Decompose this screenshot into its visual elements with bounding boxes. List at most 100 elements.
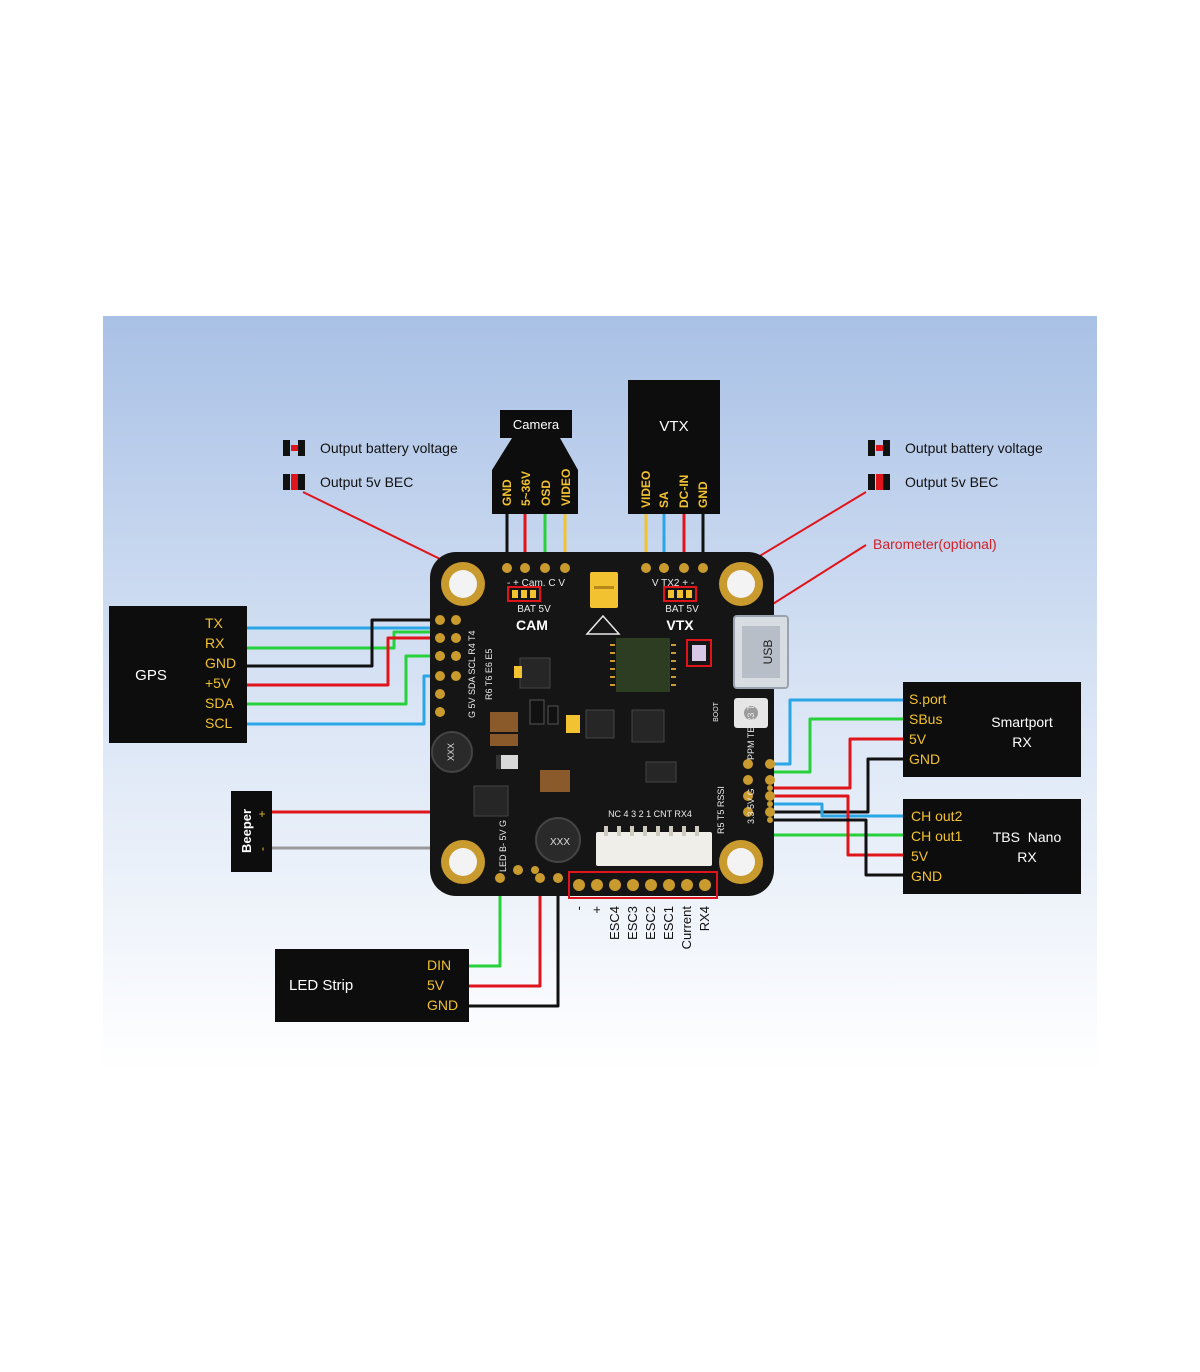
beeper-box <box>231 791 272 872</box>
gps-pin-tx: TX <box>205 615 224 631</box>
gps-pin-gnd: GND <box>205 655 236 671</box>
vtx-module: VTX VIDEO SA DC-IN GND <box>628 380 720 514</box>
smartport-pin-gnd: GND <box>909 751 940 767</box>
camera-body <box>492 438 578 514</box>
wire-smartport-5v <box>770 737 903 790</box>
vtx-board-label: VTX <box>666 617 694 633</box>
vtx-jumper-highlight <box>663 586 697 602</box>
cam-pads-label: - + Cam. C V <box>507 578 565 589</box>
wire-gps-gnd <box>247 618 440 668</box>
capacitor-3 <box>490 734 518 746</box>
capacitor-1 <box>490 712 518 732</box>
gps-pin-scl: SCL <box>205 715 232 731</box>
tbs-title-2: RX <box>1017 849 1037 865</box>
led-strip-module: LED Strip DIN 5V GND <box>275 949 469 1022</box>
inductor-bottom-label: XXX <box>550 837 570 848</box>
led-pin-din: DIN <box>427 957 451 973</box>
gps-pin-5v: +5V <box>205 675 231 691</box>
legend-left-bec: Output 5v BEC <box>320 474 413 490</box>
flight-controller-board: - + Cam. C V V TX2 + - BAT 5V BAT 5V CAM… <box>430 552 789 899</box>
beeper-minus: - <box>255 847 269 851</box>
smartport-rx-module: S.port SBus 5V GND Smartport RX <box>903 682 1081 777</box>
tvs-component <box>590 572 618 608</box>
bat5v-right-label: BAT 5V <box>665 604 699 615</box>
cam-board-label: CAM <box>516 617 548 633</box>
tbs-nano-rx-module: CH out2 CH out1 5V GND TBS Nano RX <box>903 799 1081 894</box>
bat5v-left-label: BAT 5V <box>517 604 551 615</box>
esc-label-current: Current <box>679 906 694 950</box>
legend-right-bec: Output 5v BEC <box>905 474 998 490</box>
gps-pin-rx: RX <box>205 635 225 651</box>
bec-jumper-icon-right <box>868 474 890 490</box>
smartport-pin-sbus: SBus <box>909 711 942 727</box>
right-pad-row2-label: 3.3 5V G <box>746 788 756 824</box>
barometer-chip <box>692 645 706 661</box>
tbs-pin-chout2: CH out2 <box>911 808 963 824</box>
esc-label-plus: + <box>589 906 604 914</box>
inductor-left-label: XXX <box>446 743 456 761</box>
camera-title: Camera <box>513 417 560 432</box>
vtx-pin-sa: SA <box>657 491 671 508</box>
battery-jumper-icon-right <box>868 440 890 456</box>
left-pads <box>435 615 461 717</box>
wire-led-gnd <box>469 880 560 1008</box>
vtx-pin-dcin: DC-IN <box>677 475 691 508</box>
tbs-title-1: TBS Nano <box>993 829 1062 845</box>
smartport-title-2: RX <box>1012 734 1032 750</box>
legend-right: Output battery voltage Output 5v BEC Bar… <box>868 440 1043 552</box>
wire-ch-out2 <box>770 802 903 818</box>
osd-chip <box>631 709 665 743</box>
wire-tbs-gnd <box>770 818 903 877</box>
esc-label-esc2: ESC2 <box>643 906 658 940</box>
wire-led-din <box>469 880 502 968</box>
mosfet <box>473 785 509 817</box>
left-pad-row1-label: G 5V SDA SCL R4 T4 <box>467 630 477 718</box>
led-strip-title: LED Strip <box>289 977 353 994</box>
esc-label-rx4: RX4 <box>697 906 712 931</box>
beeper-module: Beeper + - <box>231 791 272 872</box>
usb-label: USB <box>761 640 775 665</box>
beeper-plus: + <box>255 810 269 817</box>
led-strip-box <box>275 949 469 1022</box>
vtx-pin-gnd: GND <box>696 481 710 508</box>
smartport-title-1: Smartport <box>991 714 1053 730</box>
esc-label-minus: - <box>571 906 586 910</box>
mcu-chip <box>616 638 670 692</box>
camera-pin-gnd: GND <box>500 479 514 506</box>
wire-led-5v <box>469 880 542 988</box>
esc-connector[interactable] <box>596 832 712 866</box>
gps-box <box>109 606 247 743</box>
right-pads <box>743 759 775 823</box>
inductor-left <box>431 731 473 773</box>
vtx-box <box>628 380 720 514</box>
beeper-title: Beeper <box>239 809 254 853</box>
left-pad-row2-label: R6 T6 E6 E5 <box>484 649 494 700</box>
esc-pads-highlight <box>568 871 718 899</box>
gps-module: GPS TX RX GND +5V SDA SCL <box>109 606 247 743</box>
camera-pin-power: 5~36V <box>519 471 533 506</box>
tbs-pin-gnd: GND <box>911 868 942 884</box>
flash-chip <box>645 761 677 783</box>
wire-gps-sda <box>247 654 440 706</box>
battery-jumper-icon <box>283 440 305 456</box>
tbs-pin-chout1: CH out1 <box>911 828 963 844</box>
capacitor-2 <box>540 770 570 792</box>
tbs-box <box>903 799 1081 894</box>
right-pad-row3-label: R5 T5 RSSI <box>716 786 726 834</box>
esc-label-esc1: ESC1 <box>661 906 676 940</box>
legend-left-battery: Output battery voltage <box>320 440 458 456</box>
barometer-label: Barometer(optional) <box>873 536 997 552</box>
tbs-pin-5v: 5V <box>911 848 929 864</box>
esc-label-esc4: ESC4 <box>607 906 622 940</box>
gps-pin-sda: SDA <box>205 695 234 711</box>
barometer-highlight <box>686 639 712 667</box>
legend-left: Output battery voltage Output 5v BEC <box>283 440 458 490</box>
camera-pads <box>502 563 570 573</box>
smartport-pin-sport: S.port <box>909 691 946 707</box>
mounting-holes <box>441 562 763 884</box>
wire-gps-rx <box>247 630 440 650</box>
wire-smartport-gnd <box>770 757 903 814</box>
connector-top-label: NC 4 3 2 1 CNT RX4 <box>608 809 692 819</box>
smartport-box <box>903 682 1081 777</box>
gyro-chip <box>585 709 615 739</box>
